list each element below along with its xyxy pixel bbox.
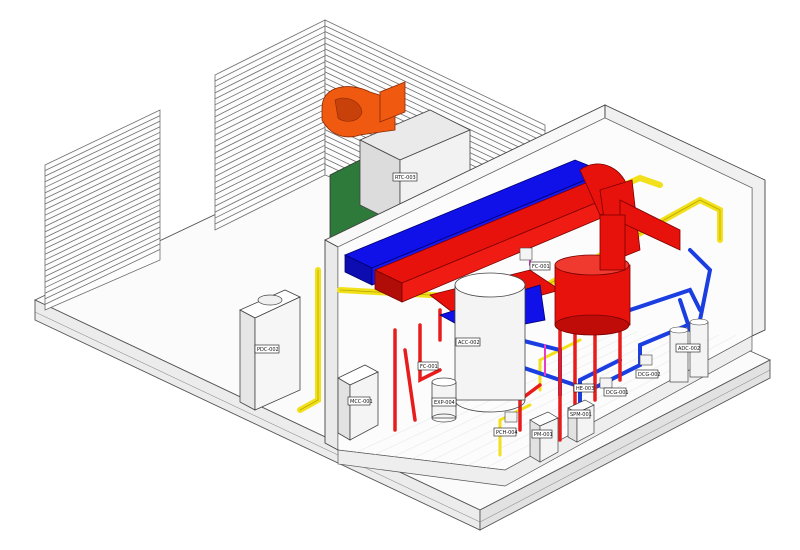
louver-slat [44, 137, 161, 194]
louver-slat [44, 221, 161, 277]
louver-slat [44, 176, 161, 233]
louver-slat [324, 36, 546, 143]
louver-slat [214, 126, 326, 183]
louver-slat [214, 43, 326, 100]
louver-slat [44, 237, 161, 294]
svg-text:DCG-002: DCG-002 [638, 372, 661, 378]
louver-slat [214, 79, 326, 135]
svg-text:MCC-001: MCC-001 [350, 399, 373, 405]
equipment-tag-ptc: PDC-002 [254, 344, 280, 354]
louver-slat [44, 159, 161, 216]
louver-slat [44, 143, 161, 199]
svg-text:HE-003: HE-003 [576, 386, 594, 392]
exhaust-duct [321, 81, 406, 138]
svg-text:PM-001: PM-001 [534, 432, 553, 438]
louver-slat [44, 249, 161, 305]
louver-slat [44, 148, 161, 205]
svg-text:DCG-001: DCG-001 [606, 390, 629, 396]
louver-slat [44, 170, 161, 227]
louver-slat [44, 182, 161, 238]
svg-text:RTC-003: RTC-003 [395, 175, 416, 181]
louver-slat [214, 120, 326, 177]
svg-text:FC-001: FC-001 [420, 364, 438, 370]
louver-slat [324, 31, 546, 137]
louver-slat [214, 97, 326, 153]
floor-tile-line [412, 332, 671, 460]
louver-slat [214, 73, 326, 130]
svg-text:FC-001: FC-001 [532, 264, 550, 270]
louver-slat [44, 193, 161, 250]
louver-slat [214, 61, 326, 118]
equipment-tag-fcu: FC-001 [529, 261, 551, 271]
louver-slat [44, 187, 161, 244]
supply-duct [374, 163, 681, 319]
louver-slat [214, 85, 326, 141]
louver-slat [44, 215, 161, 272]
louver-screen-left [44, 109, 161, 311]
louver-slat [214, 132, 326, 189]
louver-slat [44, 165, 161, 222]
equipment-tag-exp: EXP-004 [431, 397, 457, 407]
louver-slat [214, 168, 326, 225]
svg-text:PCH-004: PCH-004 [496, 430, 518, 436]
gas-cylinders [669, 318, 709, 383]
louver-slat [214, 49, 326, 106]
louver-slat [214, 156, 326, 213]
louver-slat [324, 25, 546, 132]
louver-slat [214, 31, 326, 88]
equipment-tag-pump-b: PM-001 [531, 429, 553, 439]
louver-slat [44, 154, 161, 210]
mcc-panel [337, 364, 379, 441]
louver-slat [214, 25, 326, 82]
louver-slat [44, 120, 161, 177]
equipment-tag-mcc: MCC-001 [347, 396, 373, 406]
louver-slat [214, 138, 326, 195]
equipment-tag-dcg: DCG-002 [635, 369, 661, 379]
louver-slat [214, 109, 326, 165]
svg-text:PDC-002: PDC-002 [257, 347, 279, 353]
svg-text:ADC-002: ADC-002 [678, 346, 700, 352]
equipment-tag-hx: HE-003 [573, 383, 595, 393]
louver-slat [214, 103, 326, 159]
louver-slat [44, 226, 161, 283]
louver-slat [44, 115, 161, 171]
louver-slat [214, 91, 326, 147]
louver-slat [214, 37, 326, 94]
louver-slat [44, 204, 161, 261]
equipment-tag-pump-d: DCG-001 [603, 387, 629, 397]
louver-slat [44, 232, 161, 289]
svg-text:EXP-004: EXP-004 [434, 400, 455, 406]
heating-water-piping [393, 298, 622, 442]
equipment-tag-pump-c: SPM-001 [567, 409, 592, 419]
louver-slat [214, 150, 326, 207]
louver-slat [214, 144, 326, 201]
louver-slat [324, 48, 546, 155]
louver-slat [44, 131, 161, 188]
equipment-tag-adc: ADC-002 [675, 343, 701, 353]
air-handling-unit [554, 214, 631, 336]
louver-slat [324, 42, 546, 149]
louver-slat [44, 198, 161, 255]
equipment-tag-pump-a: PCH-004 [493, 427, 518, 437]
svg-text:SPM-001: SPM-001 [570, 412, 592, 418]
equipment-tag-acc: ACC-002 [455, 337, 481, 347]
pad-cabinet [239, 289, 301, 411]
louver-slat [44, 210, 161, 266]
louver-slat [214, 115, 326, 171]
louver-slat [214, 67, 326, 124]
louver-slat [214, 162, 326, 219]
equipment-tag-rtu: RTC-003 [392, 172, 418, 182]
louver-slat [44, 126, 161, 183]
svg-text:ACC-002: ACC-002 [458, 340, 480, 346]
louver-slat [44, 243, 161, 300]
louver-slat [324, 54, 546, 160]
equipment-tag-fc2: FC-001 [417, 361, 439, 371]
louver-slat [214, 55, 326, 112]
